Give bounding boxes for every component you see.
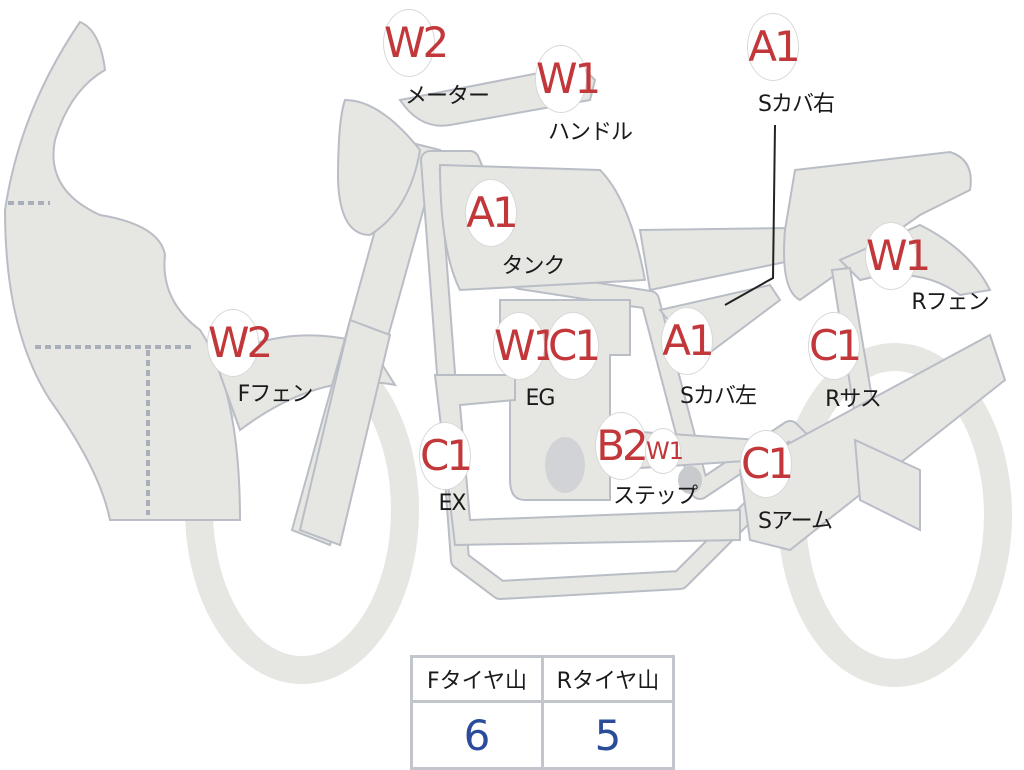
label-rear-fender: Rフェン <box>911 290 989 315</box>
headlight <box>336 98 422 237</box>
label-side-cover-left: Sカバ左 <box>680 384 757 409</box>
grade-marker-side-cover-left[interactable]: A1 <box>661 307 715 375</box>
grade-marker-meter[interactable]: W2 <box>383 9 449 77</box>
label-swing-arm: Sアーム <box>758 509 833 534</box>
side-cover <box>638 226 797 292</box>
label-rear-suspension: Rサス <box>825 387 882 412</box>
grade-marker-swing-arm[interactable]: C1 <box>740 430 794 498</box>
front-cowl <box>3 20 242 521</box>
grade-marker-rear-suspension[interactable]: C1 <box>808 312 862 380</box>
grade-marker-rear-fender[interactable]: W1 <box>865 222 931 290</box>
front-tire-header: Fタイヤ山 <box>410 655 544 703</box>
exhaust <box>433 374 741 547</box>
grade-marker-tank[interactable]: A1 <box>465 179 519 247</box>
grade-marker-front-fender[interactable]: W2 <box>207 309 273 377</box>
label-step: ステップ <box>612 484 698 509</box>
label-engine: EG <box>525 386 556 411</box>
grade-marker-engine-c[interactable]: C1 <box>547 312 601 380</box>
label-tank: タンク <box>501 254 565 279</box>
label-handle: ハンドル <box>547 120 633 145</box>
grade-marker-exhaust[interactable]: C1 <box>419 422 473 490</box>
front-tire-value: 6 <box>410 700 544 770</box>
tire-tread-table: Fタイヤ山 Rタイヤ山 6 5 <box>410 655 675 770</box>
grade-marker-step-b[interactable]: B2 <box>595 412 649 480</box>
label-front-fender: Fフェン <box>237 382 314 407</box>
leader-line <box>724 124 776 306</box>
grade-marker-step-w[interactable]: W1 <box>645 428 684 474</box>
grade-marker-side-cover-right[interactable]: A1 <box>747 13 801 81</box>
rear-tire-value: 5 <box>541 700 675 770</box>
label-meter: メーター <box>404 84 490 109</box>
label-exhaust: EX <box>438 491 467 516</box>
grade-marker-engine-w[interactable]: W1 <box>493 312 559 380</box>
grade-marker-handle[interactable]: W1 <box>535 45 601 113</box>
rear-tire-header: Rタイヤ山 <box>541 655 675 703</box>
label-side-cover-right: Sカバ右 <box>758 92 835 117</box>
